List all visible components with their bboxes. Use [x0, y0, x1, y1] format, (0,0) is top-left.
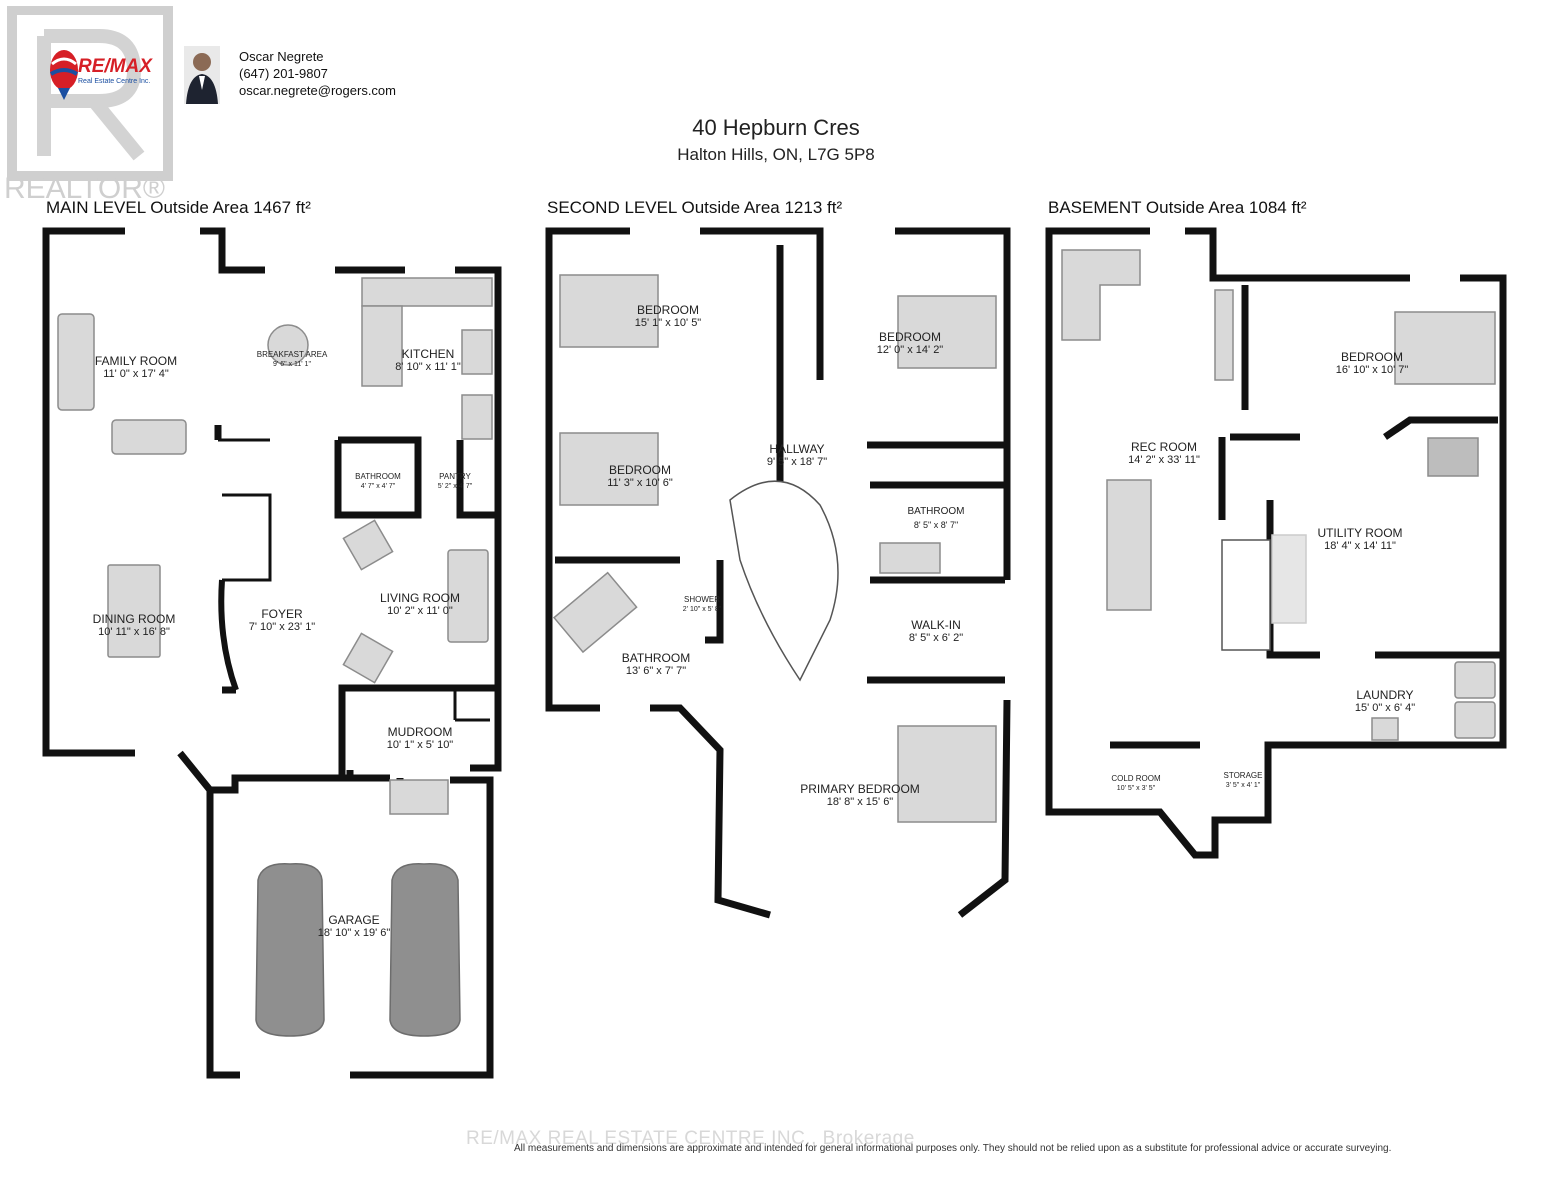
agent-phone[interactable]: (647) 201-9807: [239, 66, 328, 81]
property-city: Halton Hills, ON, L7G 5P8: [677, 145, 875, 164]
basement-label: BASEMENT Outside Area 1084 ft²: [1048, 198, 1307, 217]
room-label-storage: STORAGE 3' 5" x 4' 1": [1223, 771, 1263, 789]
realtor-badge-text: REALTOR®: [4, 172, 166, 205]
agent-contact: Oscar Negrete (647) 201-9807 oscar.negre…: [239, 48, 396, 99]
second-level-stairs: [729, 480, 839, 682]
room-label-bedroom-2c: BEDROOM 11' 3" x 10' 6": [607, 463, 673, 489]
basement-walls: [1045, 227, 1507, 859]
realtor-badge: REALTOR®: [4, 5, 182, 206]
agent-photo: [184, 46, 220, 104]
room-label-bathroom-2b: BATHROOM 13' 6" x 7' 7": [621, 651, 691, 677]
second-level-label: SECOND LEVEL Outside Area 1213 ft²: [547, 198, 843, 217]
property-address: 40 Hepburn Cres: [692, 115, 860, 140]
room-label-mudroom: MUDROOM 10' 1" x 5' 10": [386, 725, 454, 751]
second-level-furniture: [552, 274, 997, 823]
agent-email[interactable]: oscar.negrete@rogers.com: [239, 83, 396, 98]
room-label-hallway: HALLWAY 9' 5" x 18' 7": [766, 442, 828, 468]
second-level-walls: [545, 227, 1011, 919]
room-label-shower: SHOWER 2' 10" x 5' 8": [682, 595, 722, 613]
agent-name: Oscar Negrete: [239, 49, 324, 64]
room-label-bathroom-2a: BATHROOM 8' 5" x 8' 7": [907, 506, 965, 530]
room-label-utility-room: UTILITY ROOM 18' 4" x 14' 11": [1317, 526, 1403, 552]
main-level-furniture: [57, 277, 493, 1037]
room-label-laundry: LAUNDRY 15' 0" x 6' 4": [1354, 688, 1416, 714]
basement-furniture: [1061, 249, 1496, 741]
brokerage-logo-subtext: Real Estate Centre Inc.: [78, 78, 151, 85]
disclaimer-text: All measurements and dimensions are appr…: [514, 1143, 1392, 1154]
realtor-logo-icon: [7, 5, 173, 181]
agent-avatar-icon: [184, 46, 220, 104]
main-level-label: MAIN LEVEL Outside Area 1467 ft²: [46, 198, 311, 217]
room-label-foyer: FOYER 7' 10" x 23' 1": [248, 607, 316, 633]
main-level-interior: [218, 438, 490, 722]
brokerage-watermark: RE/MAX REAL ESTATE CENTRE INC., Brokerag…: [466, 1128, 915, 1149]
room-label-primary-bedroom: PRIMARY BEDROOM 18' 8" x 15' 6": [800, 782, 920, 808]
room-label-kitchen: KITCHEN 8' 10" x 11' 1": [395, 347, 461, 373]
room-label-walk-in: WALK-IN 8' 5" x 6' 2": [908, 618, 964, 644]
room-label-pantry: PANTRY 5' 2" x 4' 7": [437, 472, 473, 490]
balloon-logo-icon: [49, 50, 79, 100]
room-label-bathroom-main: BATHROOM 4' 7" x 4' 7": [355, 472, 401, 490]
room-label-bedroom-2b: BEDROOM 12' 0" x 14' 2": [876, 330, 944, 356]
room-label-rec-room: REC ROOM 14' 2" x 33' 11": [1128, 440, 1200, 466]
room-label-bedroom-basement: BEDROOM 16' 10" x 10' 7": [1335, 350, 1409, 376]
room-label-cold-room: COLD ROOM 10' 5" x 3' 5": [1111, 774, 1161, 792]
brokerage-logo-text: RE/MAX: [78, 56, 152, 77]
room-label-bedroom-2a: BEDROOM 15' 1" x 10' 5": [634, 303, 702, 329]
room-label-family-room: FAMILY ROOM 11' 0" x 17' 4": [94, 354, 178, 380]
brokerage-logo: RE/MAX Real Estate Centre Inc.: [46, 44, 158, 104]
room-label-garage: GARAGE 18' 10" x 19' 6": [317, 913, 391, 939]
room-label-dining-room: DINING ROOM 10' 11" x 16' 8": [92, 612, 176, 638]
room-label-breakfast-area: BREAKFAST AREA 9' 6" x 11' 1": [256, 350, 328, 368]
room-label-living-room: LIVING ROOM 10' 2" x 11' 0": [379, 591, 461, 617]
